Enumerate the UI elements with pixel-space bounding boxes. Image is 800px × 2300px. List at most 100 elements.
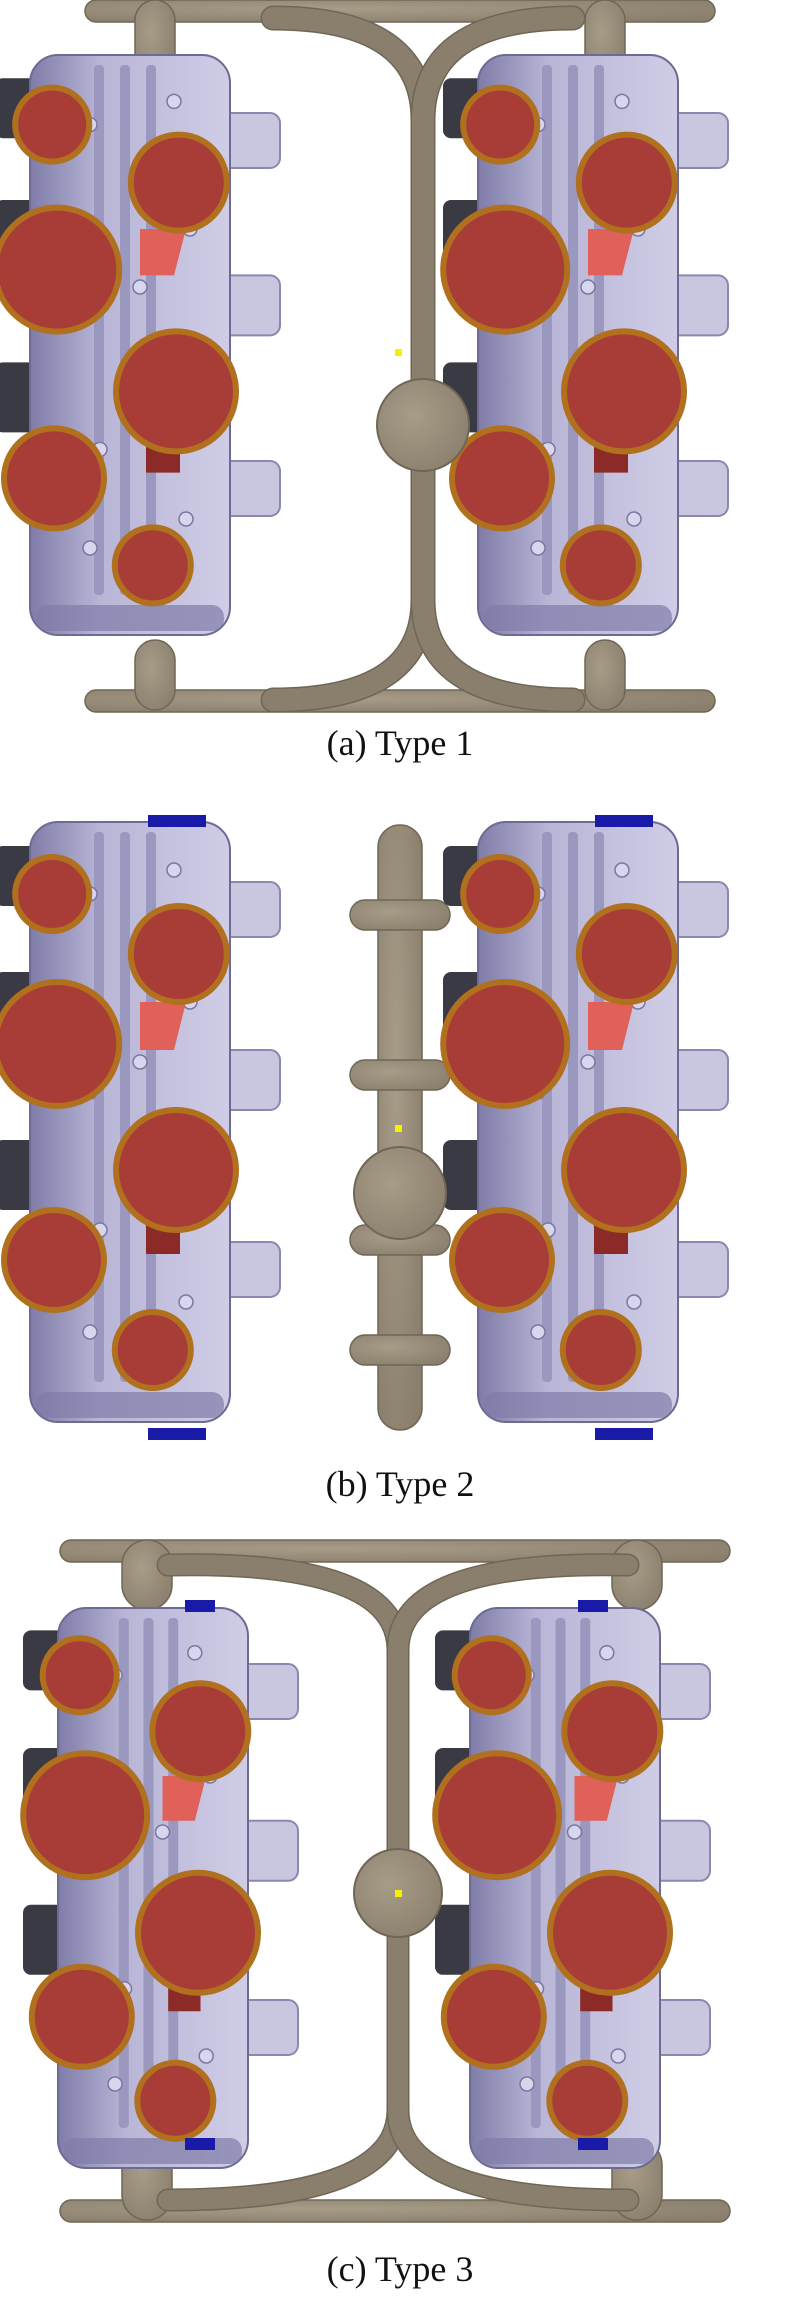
type2-right-cooling-circle-4 (561, 1107, 687, 1233)
type1-gate-marker (395, 349, 402, 356)
type1-runner-right (412, 7, 584, 711)
type3-right-housing-base (476, 2138, 654, 2164)
type3-left-cooling-circle-1 (39, 1635, 120, 1716)
type3-right-accent (574, 1776, 619, 1821)
type2-left-rib (120, 832, 130, 1382)
type3-vent-marker (185, 2138, 215, 2150)
type1-left-cooling-circle-4 (113, 328, 239, 455)
type2-right-dimple (530, 1324, 546, 1340)
type3-right-cooling-circle-5 (440, 1963, 547, 2070)
type3-left-housing-base (64, 2138, 242, 2164)
type2-right-housing-base (484, 1392, 672, 1418)
type2-left-dimple (132, 1054, 148, 1070)
type3-right-cooling-circle-2 (561, 1680, 664, 1783)
type3-right-cooling-circle-3 (432, 1750, 563, 1881)
type3-vent-marker (185, 1600, 215, 1612)
type2-branch-2 (349, 1059, 451, 1091)
type3-left-cooling-circle-3 (20, 1750, 151, 1881)
type2-left-cooling-circle-1 (12, 854, 93, 934)
type1-right-housing-base (484, 605, 672, 631)
type1-left-cooling-circle-1 (12, 84, 93, 165)
type2-right-dimple (580, 1054, 596, 1070)
type3-gate-marker (395, 1890, 402, 1897)
type1-left-cooling-circle-2 (127, 131, 230, 234)
type3-vent-marker (578, 2138, 608, 2150)
caption-type-3: (c) Type 3 (326, 2249, 474, 2289)
type1-post (134, 639, 176, 711)
type1-runner-left (262, 7, 434, 711)
type2-vent-marker (148, 815, 206, 827)
type1-right-dimple (530, 540, 546, 556)
type3-right-cooling-circle-1 (451, 1635, 532, 1716)
type2-left-accent (140, 1002, 186, 1050)
type3-vent-marker (578, 1600, 608, 1612)
type2-right-cooling-circle-6 (559, 1309, 642, 1391)
type3-left-cooling-circle-5 (28, 1963, 135, 2070)
type1-left-cooling-circle-3 (0, 204, 123, 335)
type1-right-cooling-circle-2 (575, 131, 678, 234)
type1-right-accent (588, 229, 634, 276)
type2-right-rib (568, 832, 578, 1382)
type1-left-accent (140, 229, 186, 276)
type2-left-cooling-circle-5 (1, 1207, 107, 1313)
type1-left-rib (94, 65, 104, 595)
type3-left-dimple (154, 1824, 171, 1840)
type2-right-rib (542, 832, 552, 1382)
type3-left-cooling-circle-2 (149, 1680, 252, 1783)
type1-right-dimple (580, 279, 596, 295)
type2-right-dimple (614, 862, 630, 878)
caption-type-1: (a) Type 1 (326, 723, 474, 763)
type3-right-dimple (566, 1824, 583, 1840)
type2-left-dimple (166, 862, 182, 878)
type1-right-dimple (614, 93, 630, 110)
type1-post (584, 639, 626, 711)
type1-right-rib (568, 65, 578, 595)
type3-left-dimple (187, 1645, 203, 1661)
type2-right-cooling-circle-1 (460, 854, 541, 934)
type1-right-cooling-circle-4 (561, 328, 687, 455)
type1-left-cooling-circle-5 (1, 425, 107, 532)
type2-vent-marker (595, 815, 653, 827)
type1-right-rib (542, 65, 552, 595)
type3-left-accent (162, 1776, 207, 1821)
type2-vent-marker (148, 1428, 206, 1440)
type3-right-dimple (519, 2076, 535, 2092)
type2-left-housing-base (36, 1392, 224, 1418)
type2-left-rib (94, 832, 104, 1382)
type2-left-dimple (178, 1294, 194, 1310)
type3-left-rib (143, 1618, 154, 2128)
type2-left-cooling-circle-2 (127, 903, 230, 1005)
type1-right-cooling-circle-3 (440, 204, 571, 335)
type2-right-cooling-circle-3 (440, 979, 571, 1109)
type2-left-cooling-circle-4 (113, 1107, 239, 1233)
type3-left-dimple (198, 2048, 214, 2064)
type3-right-cooling-circle-4 (547, 1869, 673, 1996)
type2-right-accent (588, 1002, 634, 1050)
type1-right-dimple (626, 511, 642, 527)
type1-left-dimple (132, 279, 148, 295)
type3-left-cooling-circle-4 (135, 1869, 261, 1996)
type2-sprue (353, 1146, 447, 1240)
type1-left-rib (120, 65, 130, 595)
type2-left-dimple (82, 1324, 98, 1340)
type1-sprue (376, 378, 470, 472)
type3-right-cooling-circle-6 (546, 2059, 629, 2142)
type2-branch-1 (349, 899, 451, 931)
type1-right-cooling-circle-5 (449, 425, 555, 532)
type3-right-rib (555, 1618, 566, 2128)
type2-left-cooling-circle-3 (0, 979, 123, 1109)
type1-left-dimple (166, 93, 182, 110)
type2-right-cooling-circle-5 (449, 1207, 555, 1313)
type1-right-cooling-circle-6 (559, 524, 642, 607)
type3-left-dimple (107, 2076, 123, 2092)
type1-left-dimple (178, 511, 194, 527)
type1-left-dimple (82, 540, 98, 556)
type2-right-cooling-circle-2 (575, 903, 678, 1005)
type1-right-cooling-circle-1 (460, 84, 541, 165)
type2-vent-marker (595, 1428, 653, 1440)
type3-right-dimple (599, 1645, 615, 1661)
type3-left-cooling-circle-6 (134, 2059, 217, 2142)
type2-left-cooling-circle-6 (111, 1309, 194, 1391)
type2-gate-marker (395, 1125, 402, 1132)
